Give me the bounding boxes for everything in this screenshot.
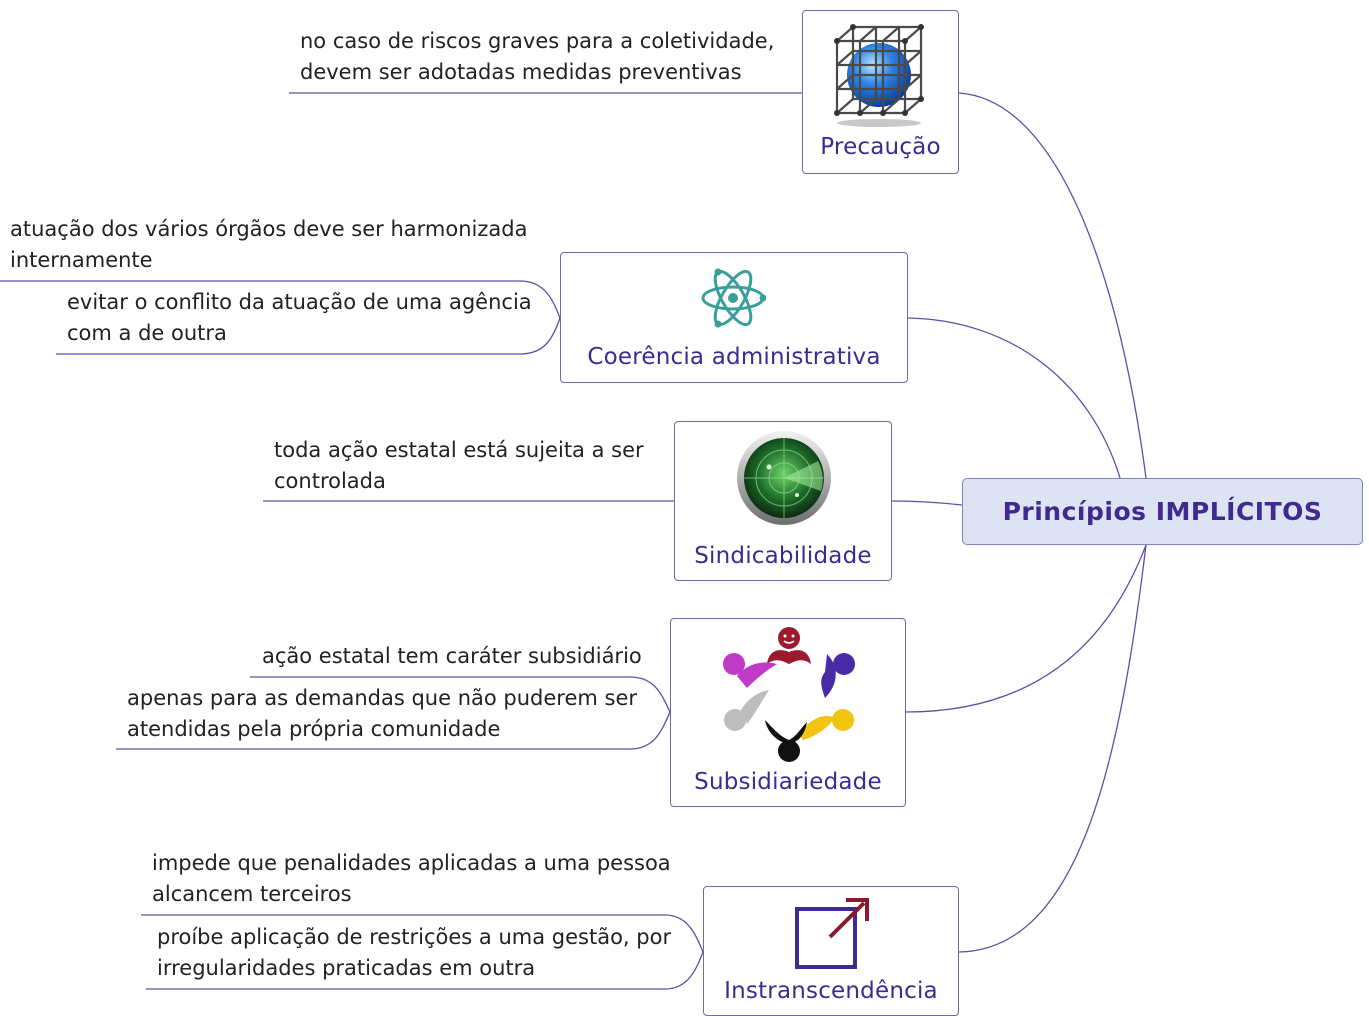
topic-label: Sindicabilidade: [694, 543, 872, 569]
central-topic-label: Princípios IMPLÍCITOS: [1002, 497, 1323, 526]
topic-precaucao[interactable]: Precaução: [802, 10, 959, 174]
note-subsidiariedade-2: apenas para as demandas que não puderem …: [127, 686, 638, 741]
note-coerencia-1: atuação dos vários órgãos deve ser harmo…: [10, 217, 528, 272]
external-arrow-box-icon: [795, 898, 869, 969]
note-instranscendencia-2: proíbe aplicação de restrições a uma ges…: [157, 925, 672, 980]
topic-label: Coerência administrativa: [587, 344, 881, 370]
topic-label: Precaução: [820, 134, 941, 160]
topic-label: Instranscendência: [724, 978, 938, 1004]
note-subsidiariedade-1: ação estatal tem caráter subsidiário: [262, 644, 642, 668]
topic-sindicabilidade[interactable]: Sindicabilidade: [674, 421, 892, 581]
note-instranscendencia-1: impede que penalidades aplicadas a uma p…: [152, 851, 671, 906]
topic-subsidiariedade[interactable]: Subsidiariedade: [670, 618, 906, 807]
topic-coerencia-administrativa[interactable]: Coerência administrativa: [560, 252, 908, 383]
community-people-circle-icon: [723, 627, 855, 762]
topic-instranscendencia[interactable]: Instranscendência: [703, 886, 959, 1016]
note-coerencia-2: evitar o conflito da atuação de uma agên…: [67, 290, 532, 345]
note-sindicabilidade-1: toda ação estatal está sujeita a ser con…: [274, 438, 644, 493]
radar-icon: [737, 431, 831, 525]
note-precaucao-1: no caso de riscos graves para a coletivi…: [300, 29, 775, 84]
cube-lattice-sphere-icon: [834, 24, 924, 127]
atom-icon: [701, 268, 766, 328]
central-topic[interactable]: Princípios IMPLÍCITOS: [962, 478, 1363, 545]
topic-label: Subsidiariedade: [694, 769, 882, 795]
